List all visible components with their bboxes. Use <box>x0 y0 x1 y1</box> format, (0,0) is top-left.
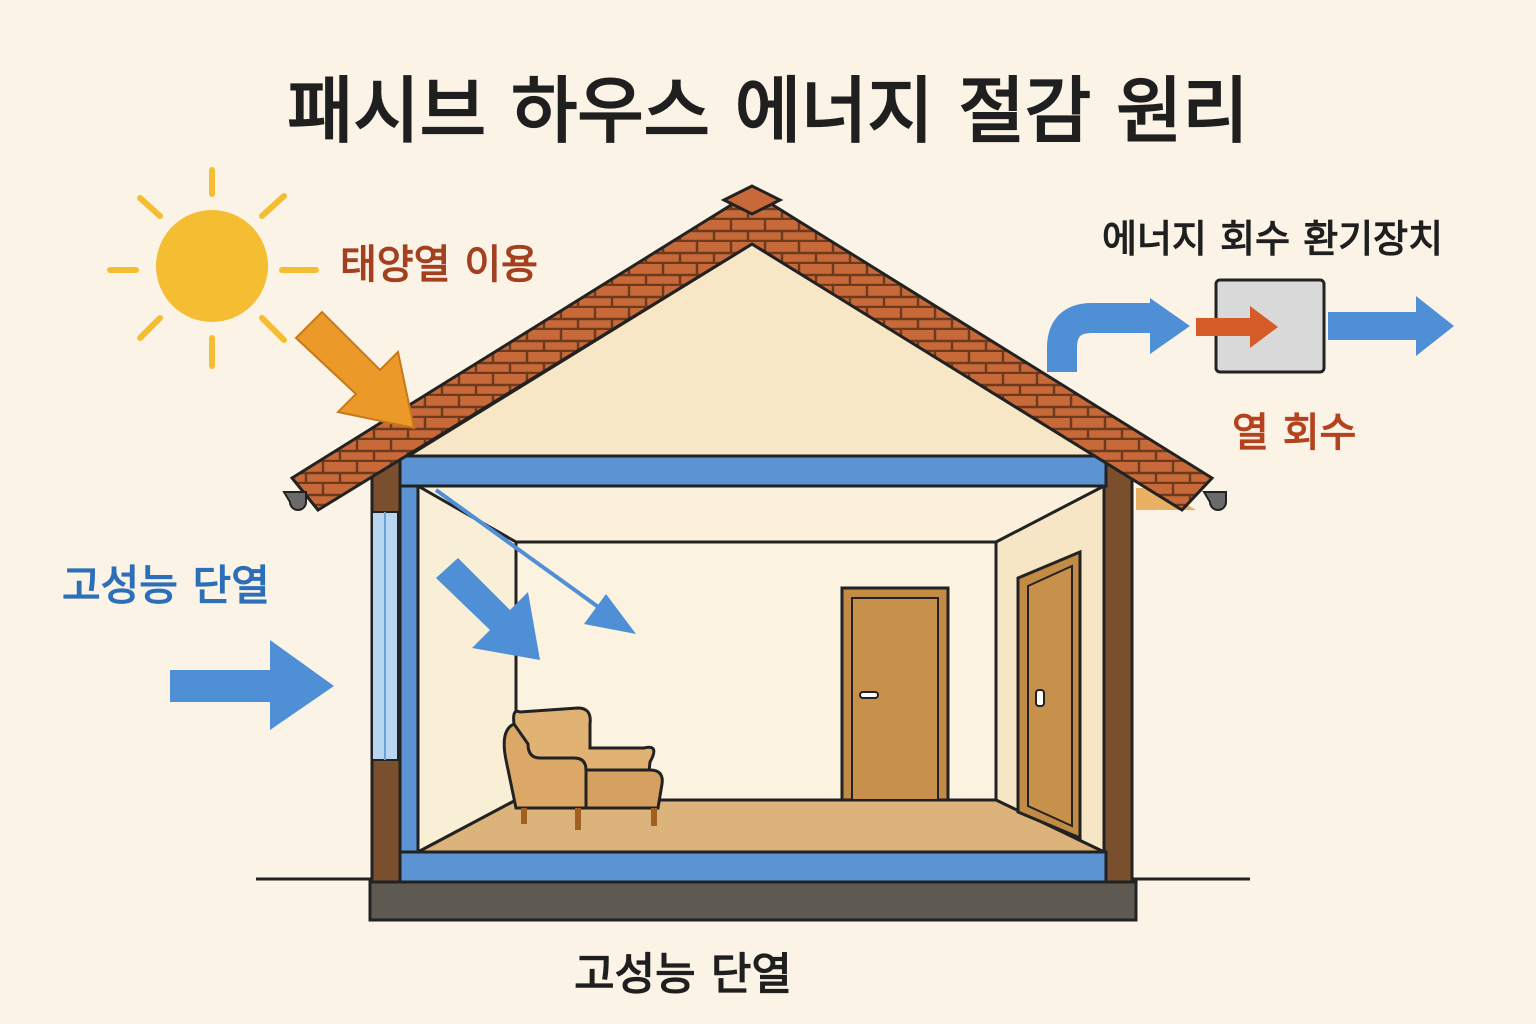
sunlight-ray-arrow <box>434 488 636 634</box>
side-door-icon <box>1016 549 1082 841</box>
insulation-arrow <box>170 640 334 730</box>
solar-gain-arrow <box>294 310 416 430</box>
exhaust-arrow <box>1328 296 1454 356</box>
armchair-icon <box>502 706 664 830</box>
foundation <box>368 880 1138 922</box>
heat-recovery-label: 열 회수 <box>1232 410 1357 456</box>
ventilation-duct <box>1047 303 1152 372</box>
page-title: 패시브 하우스 에너지 절감 원리 <box>287 69 1249 153</box>
roof <box>282 184 1227 512</box>
insulation-side-label: 고성능 단열 <box>62 561 270 610</box>
sun-icon <box>107 167 319 369</box>
solar-gain-label: 태양열 이용 <box>340 242 538 288</box>
insulation-layer <box>398 454 1108 884</box>
duct-arrow-head <box>1150 298 1190 354</box>
erv-label: 에너지 회수 환기장치 <box>1102 217 1444 261</box>
insulation-bottom-label: 고성능 단열 <box>574 949 792 1000</box>
door-icon <box>840 586 950 802</box>
heat-recovery-arrow <box>1196 306 1278 348</box>
interior-heat-arrow <box>436 558 540 660</box>
